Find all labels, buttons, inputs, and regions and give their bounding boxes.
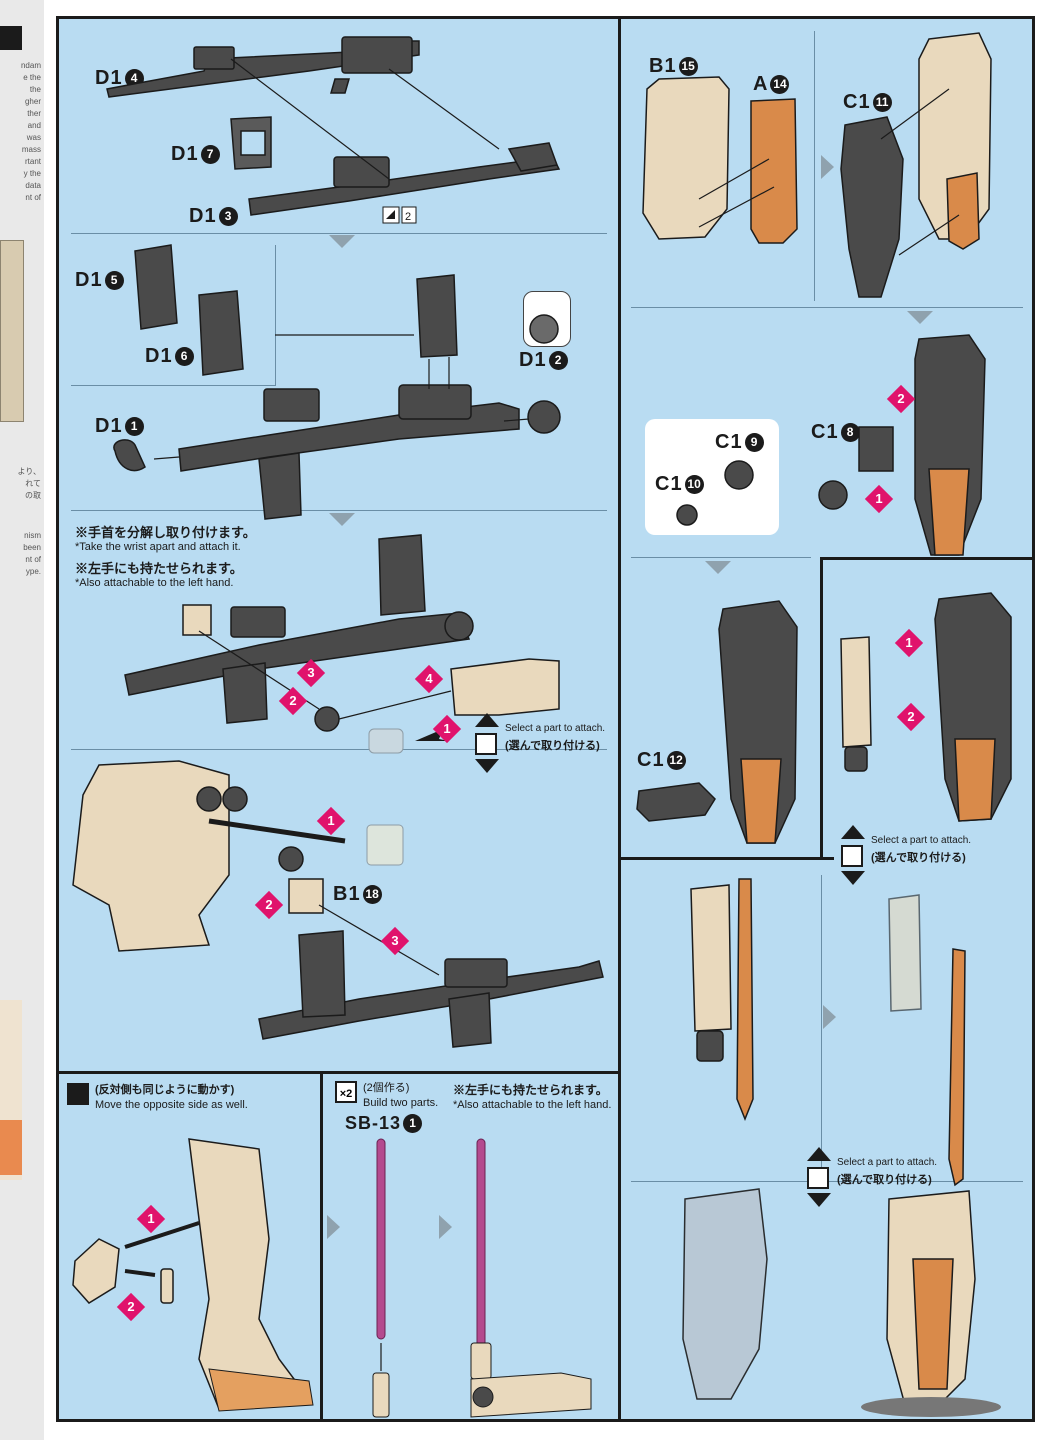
note-wrist: ※手首を分解し取り付けます。 *Take the wrist apart and… — [75, 525, 256, 553]
select-part-icon-right-2: Select a part to attach. (選んで取り付ける) — [807, 1147, 957, 1207]
step-arrow-r2 — [907, 311, 933, 324]
sep-rv — [814, 31, 815, 301]
right-mid-divider — [618, 857, 834, 860]
adjacent-page-strip: ndam e the the gher ther and was mass rt… — [0, 0, 44, 1440]
move-opposite-icon — [67, 1083, 89, 1105]
sep-r2 — [631, 557, 811, 558]
step-badge-leg-1: 1 — [136, 1204, 166, 1234]
inset-v — [275, 245, 276, 385]
beam-saber-diagram — [372, 1138, 592, 1418]
black-tab — [0, 26, 22, 50]
step-badge-r-2: 2 — [886, 384, 916, 414]
step-arrow-1 — [329, 235, 355, 248]
strip-photo-orange — [0, 1120, 22, 1175]
step-arrow-bottom-1 — [327, 1215, 340, 1239]
bottom-split — [320, 1071, 323, 1419]
step-arrow-bottom-2 — [439, 1215, 452, 1239]
shield-joint-diagram — [676, 334, 986, 556]
right-box-divider-h — [820, 557, 1032, 560]
strip-text-3: nism been nt of ype. — [23, 531, 41, 576]
step-badge-1b: 1 — [316, 806, 346, 836]
sep-2 — [71, 510, 607, 511]
step-badge-r-1b: 1 — [894, 628, 924, 658]
select-part-icon-left: Select a part to attach. (選んで取り付ける) — [475, 713, 625, 773]
center-divider — [618, 19, 621, 1419]
step-badge-leg-2: 2 — [116, 1292, 146, 1322]
sep-rv2 — [821, 875, 822, 1175]
x2-badge: ×2 — [335, 1081, 357, 1103]
sep-r1 — [631, 307, 1023, 308]
right-box-divider-v — [820, 557, 823, 857]
step-badge-3b: 3 — [380, 926, 410, 956]
sep-3 — [71, 749, 607, 750]
shield-parts-diagram — [642, 32, 992, 298]
step-arrow-r1 — [821, 155, 834, 179]
strip-photo — [0, 240, 24, 422]
note-opposite-side: (反対側も同じように動かす) Move the opposite side as… — [95, 1084, 248, 1111]
step-arrow-r3 — [705, 561, 731, 574]
strip-text-2: より、 れて の取 — [17, 467, 41, 500]
note-left-hand-saber: ※左手にも持たせられます。 *Also attachable to the le… — [453, 1083, 612, 1111]
note-build-two: (2個作る) Build two parts. — [363, 1082, 439, 1109]
step-badge-2b: 2 — [254, 890, 284, 920]
bottom-left-divider — [59, 1071, 618, 1074]
strip-text-1: ndam e the the gher ther and was mass rt… — [20, 61, 41, 202]
step-badge-r-2b: 2 — [896, 702, 926, 732]
bazooka-assembly-diagram — [113, 244, 561, 520]
bazooka-exploded-diagram: 2 — [106, 36, 561, 224]
step-badge-3: 3 — [296, 658, 326, 688]
sep-1 — [71, 233, 607, 234]
note-left-hand: ※左手にも持たせられます。 *Also attachable to the le… — [75, 561, 243, 589]
bazooka-hand-diagram — [124, 534, 560, 754]
svg-text:2: 2 — [405, 211, 411, 223]
step-badge-1: 1 — [432, 714, 462, 744]
step-badge-4: 4 — [414, 664, 444, 694]
select-part-icon-right: Select a part to attach. (選んで取り付ける) — [841, 825, 991, 885]
inset-h — [71, 385, 276, 386]
shield-clip-diagram — [636, 592, 1012, 844]
figure-mount-diagram — [72, 760, 604, 1048]
shield-arm-diagram — [682, 878, 1001, 1417]
step-badge-2: 2 — [278, 686, 308, 716]
leg-armor-diagram — [72, 1138, 314, 1412]
step-badge-r-1: 1 — [864, 484, 894, 514]
step-arrow-r4 — [823, 1005, 836, 1029]
step-arrow-2 — [329, 513, 355, 526]
